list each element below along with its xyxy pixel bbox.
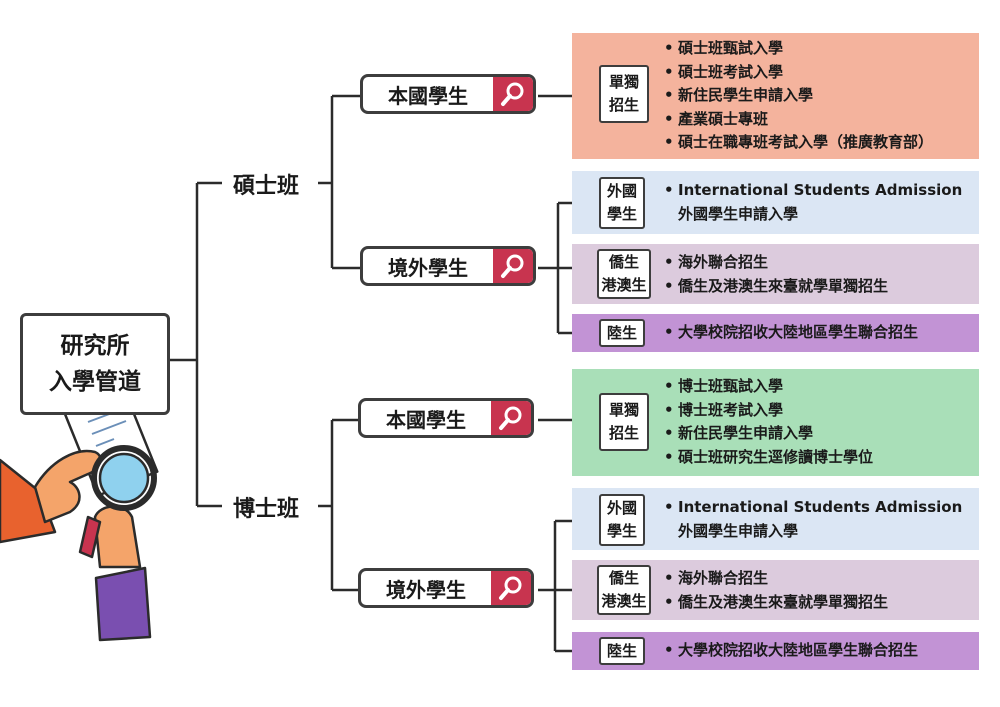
admission-list: 大學校院招收大陸地區學生聯合招生: [664, 321, 918, 345]
tag-line: 僑生: [608, 253, 639, 271]
root-box: 研究所 入學管道: [20, 313, 170, 415]
list-item: 新住民學生申請入學: [664, 84, 933, 108]
masters-mainland-panel: 陸生 大學校院招收大陸地區學生聯合招生: [572, 314, 979, 352]
list-item: 海外聯合招生: [664, 251, 888, 275]
admission-list: 博士班甄試入學 博士班考試入學 新住民學生申請入學 碩士班研究生逕修讀博士學位: [664, 375, 873, 469]
tag-line: 單獨: [608, 401, 639, 419]
search-icon: [493, 249, 533, 283]
masters-overseas-chinese-panel: 僑生 港澳生 海外聯合招生 僑生及港澳生來臺就學單獨招生: [572, 244, 979, 304]
doctoral-overseas-label: 境外學生: [386, 577, 466, 602]
panel-tag: 陸生: [599, 319, 645, 347]
admission-list: 碩士班甄試入學 碩士班考試入學 新住民學生申請入學 產業碩士專班 碩士在職專班考…: [664, 37, 933, 155]
tag-line: 單獨: [608, 73, 639, 91]
panel-tag: 外國 學生: [599, 494, 645, 546]
doctoral-domestic-label: 本國學生: [386, 407, 466, 432]
list-item: 大學校院招收大陸地區學生聯合招生: [664, 321, 918, 345]
tag-line: 招生: [608, 424, 639, 442]
list-item: 碩士班甄試入學: [664, 37, 933, 61]
masters-foreign-panel: 外國 學生 International Students Admission 外…: [572, 171, 979, 234]
masters-domestic-button[interactable]: 本國學生: [360, 74, 536, 114]
search-icon: [491, 571, 531, 605]
admission-list: International Students Admission 外國學生申請入…: [664, 496, 962, 543]
list-item: 新住民學生申請入學: [664, 422, 873, 446]
search-icon: [493, 77, 533, 111]
list-item: International Students Admission: [664, 179, 962, 203]
list-item: 僑生及港澳生來臺就學單獨招生: [664, 591, 888, 615]
tag-line: 招生: [608, 96, 639, 114]
search-icon: [491, 401, 531, 435]
list-item: 產業碩士專班: [664, 108, 933, 132]
list-item: 博士班甄試入學: [664, 375, 873, 399]
masters-domestic-panel: 單獨 招生 碩士班甄試入學 碩士班考試入學 新住民學生申請入學 產業碩士專班 碩…: [572, 33, 979, 159]
list-item: 博士班考試入學: [664, 399, 873, 423]
list-item: 大學校院招收大陸地區學生聯合招生: [664, 639, 918, 663]
list-item: 碩士班考試入學: [664, 61, 933, 85]
panel-tag: 僑生 港澳生: [597, 249, 651, 299]
list-item: 碩士在職專班考試入學（推廣教育部）: [664, 131, 933, 155]
admission-list: 大學校院招收大陸地區學生聯合招生: [664, 639, 918, 663]
doctoral-overseas-chinese-panel: 僑生 港澳生 海外聯合招生 僑生及港澳生來臺就學單獨招生: [572, 560, 979, 620]
admission-list: 海外聯合招生 僑生及港澳生來臺就學單獨招生: [664, 567, 888, 614]
tag-line: 港澳生: [601, 592, 647, 610]
panel-tag: 陸生: [599, 637, 645, 665]
tag-line: 外國: [606, 182, 637, 200]
tag-line: 僑生: [608, 569, 639, 587]
list-item: 海外聯合招生: [664, 567, 888, 591]
masters-overseas-button[interactable]: 境外學生: [360, 246, 536, 286]
root-title-line2: 入學管道: [49, 369, 141, 395]
list-item: 僑生及港澳生來臺就學單獨招生: [664, 275, 888, 299]
tag-line: 陸生: [606, 323, 637, 342]
masters-label: 碩士班: [231, 168, 302, 200]
doctoral-label: 博士班: [231, 491, 302, 523]
list-item: International Students Admission: [664, 496, 962, 520]
doctoral-mainland-panel: 陸生 大學校院招收大陸地區學生聯合招生: [572, 632, 979, 670]
tag-line: 陸生: [606, 641, 637, 660]
admission-list: International Students Admission 外國學生申請入…: [664, 179, 962, 226]
masters-domestic-label: 本國學生: [388, 83, 468, 108]
tag-line: 外國: [606, 499, 637, 517]
doctoral-domestic-panel: 單獨 招生 博士班甄試入學 博士班考試入學 新住民學生申請入學 碩士班研究生逕修…: [572, 369, 979, 476]
tag-line: 學生: [606, 205, 637, 223]
hands-document-magnifier-illustration: [0, 392, 159, 642]
list-item: 碩士班研究生逕修讀博士學位: [664, 446, 873, 470]
tag-line: 學生: [606, 522, 637, 540]
doctoral-overseas-button[interactable]: 境外學生: [358, 568, 534, 608]
masters-overseas-label: 境外學生: [388, 255, 468, 280]
list-item-continuation: 外國學生申請入學: [678, 521, 799, 540]
doctoral-domestic-button[interactable]: 本國學生: [358, 398, 534, 438]
panel-tag: 外國 學生: [599, 177, 645, 229]
root-title-line1: 研究所: [60, 333, 130, 359]
panel-tag: 單獨 招生: [599, 393, 649, 451]
panel-tag: 單獨 招生: [599, 65, 649, 123]
tag-line: 港澳生: [601, 276, 647, 294]
doctoral-foreign-panel: 外國 學生 International Students Admission 外…: [572, 488, 979, 550]
admission-list: 海外聯合招生 僑生及港澳生來臺就學單獨招生: [664, 251, 888, 298]
list-item-continuation: 外國學生申請入學: [678, 204, 799, 223]
panel-tag: 僑生 港澳生: [597, 565, 651, 615]
